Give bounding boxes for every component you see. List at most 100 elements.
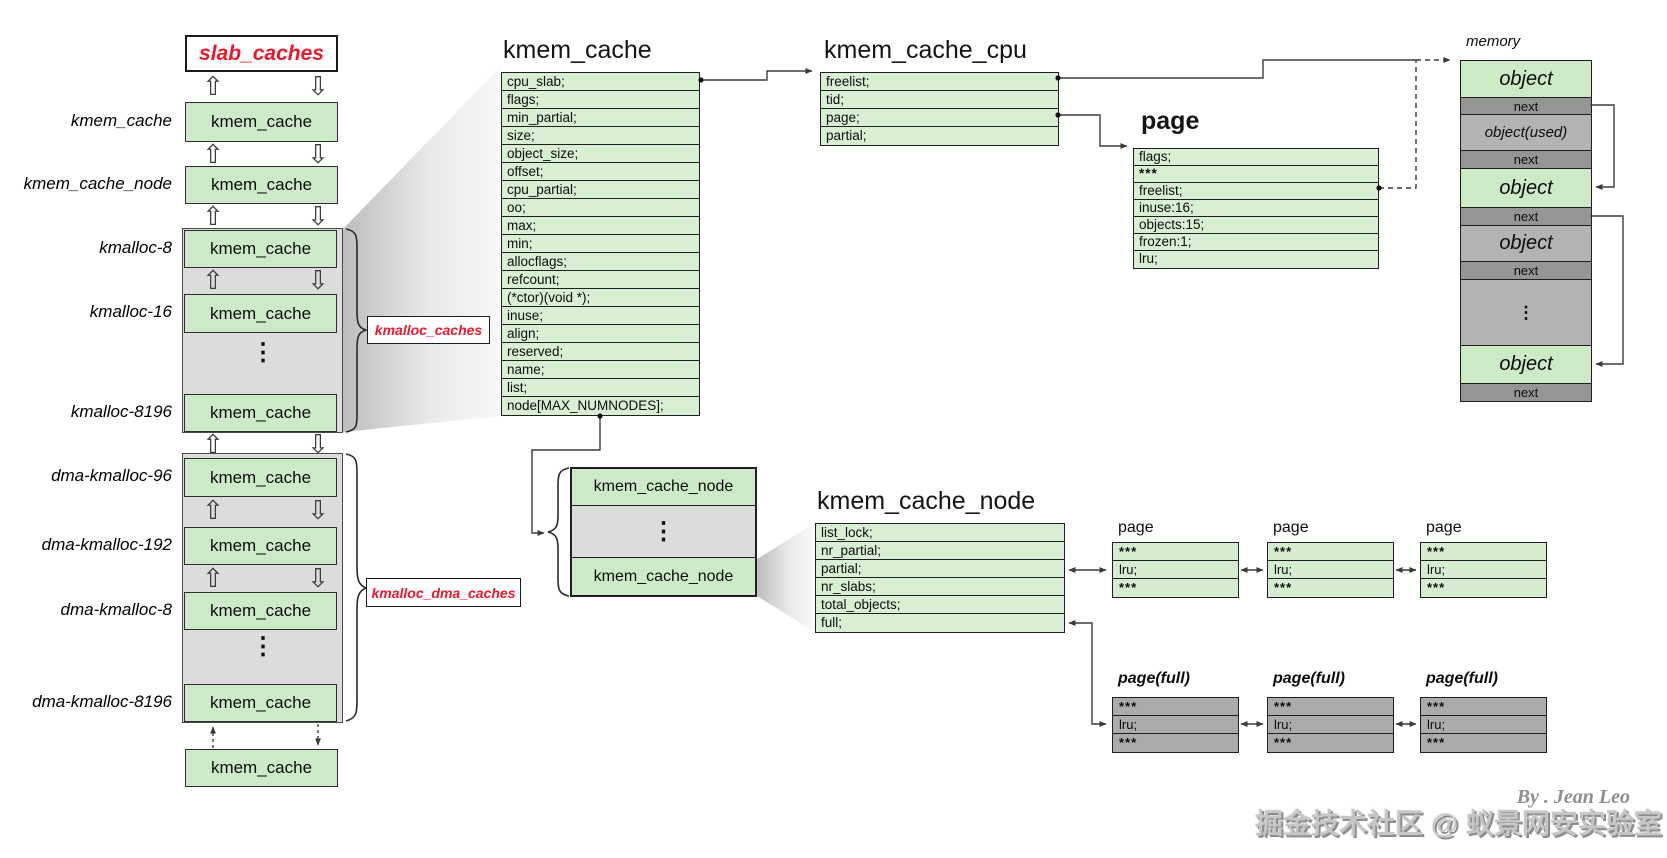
struct-field: total_objects; — [816, 596, 1064, 614]
struct-field: lru; — [1139, 251, 1158, 266]
kmem-cache-struct: cpu_slab; flags; min_partial; size; obje… — [501, 72, 700, 416]
kmem-cache-node-box: kmem_cache_node — [572, 558, 755, 595]
struct-field: tid; — [821, 91, 1058, 109]
zoom-wedge-kmem-cache-node — [757, 523, 815, 632]
memory-object-free: object — [1461, 169, 1591, 208]
kmem-cache-box: kmem_cache — [184, 294, 337, 333]
connector-cpu-freelist — [1057, 59, 1416, 79]
page-field: *** — [1268, 698, 1393, 716]
label-dma-kmalloc-96: dma-kmalloc-96 — [51, 466, 172, 485]
kmem-cache-box: kmem_cache — [185, 102, 338, 142]
down-arrow-icon: ⇩ — [307, 139, 329, 169]
zoom-wedge-kmem-cache — [343, 66, 501, 432]
page-field: lru; — [1113, 561, 1238, 579]
struct-field: node[MAX_NUMNODES]; — [507, 398, 664, 413]
up-arrow-icon: ⇧ — [202, 429, 224, 459]
page-full-title: page(full) — [1426, 670, 1498, 687]
struct-field: reserved; — [502, 343, 699, 361]
brace-node-array — [547, 467, 570, 597]
kmem-cache-box: kmem_cache — [185, 166, 338, 204]
ellipsis: ⋮ — [251, 633, 275, 660]
up-arrow-icon: ⇧ — [202, 563, 224, 593]
memory-object-used: object(used) — [1461, 115, 1591, 151]
page-field: *** — [1268, 543, 1393, 561]
kmem-cache-box: kmem_cache — [185, 749, 338, 787]
page-field: lru; — [1268, 561, 1393, 579]
memory-next-pointer: next — [1461, 384, 1591, 401]
down-arrow-icon: ⇩ — [307, 495, 329, 525]
community-watermark: 掘金技术社区 @ 蚁景网安实验室 — [1255, 808, 1662, 839]
up-arrow-icon: ⇧ — [202, 71, 224, 101]
page-field: *** — [1113, 543, 1238, 561]
page-field: lru; — [1268, 716, 1393, 734]
kmem-cache-node-struct: list_lock; nr_partial; partial; nr_slabs… — [815, 523, 1065, 633]
struct-field: objects:15; — [1134, 217, 1378, 234]
kmem-cache-struct-title: kmem_cache — [503, 36, 652, 64]
partial-page-box: *** lru; *** — [1112, 542, 1239, 598]
connector-free-chain-2 — [1590, 215, 1624, 367]
struct-field: partial; — [816, 560, 1064, 578]
connector-cpu-slab — [700, 68, 813, 81]
page-title: page — [1118, 519, 1154, 536]
connector-full-list — [1068, 620, 1107, 727]
page-field: *** — [1113, 734, 1238, 752]
page-struct-title: page — [1141, 107, 1200, 135]
full-page-box: *** lru; *** — [1112, 697, 1239, 753]
struct-field: inuse:16; — [1134, 200, 1378, 217]
struct-field: object_size; — [502, 145, 699, 163]
struct-field: freelist; — [821, 73, 1058, 91]
memory-column: object next object(used) next object nex… — [1460, 60, 1592, 402]
brace-kmalloc-dma-caches — [345, 453, 369, 722]
struct-field: full; — [821, 615, 843, 630]
label-dma-kmalloc-8: dma-kmalloc-8 — [60, 600, 172, 619]
partial-page-box: *** lru; *** — [1267, 542, 1394, 598]
page-field: lru; — [1421, 716, 1546, 734]
struct-field: offset; — [502, 163, 699, 181]
page-field: *** — [1113, 579, 1238, 597]
memory-title: memory — [1466, 33, 1521, 50]
struct-field: *** — [1134, 166, 1378, 183]
full-page-box: *** lru; *** — [1267, 697, 1394, 753]
kmem-cache-node-box: kmem_cache_node — [572, 469, 755, 506]
connector-page-freelist — [1379, 60, 1417, 189]
struct-field: name; — [502, 361, 699, 379]
memory-next-pointer: next — [1461, 208, 1591, 226]
memory-next-pointer: next — [1461, 262, 1591, 280]
ellipsis: ⋮ — [251, 339, 275, 366]
down-arrow-icon: ⇩ — [307, 265, 329, 295]
brace-kmalloc-caches — [345, 228, 369, 433]
page-struct: flags; *** freelist; inuse:16; objects:1… — [1133, 148, 1379, 269]
kmem-cache-box: kmem_cache — [184, 592, 337, 630]
memory-object-free: object — [1461, 61, 1591, 98]
struct-field: cpu_partial; — [502, 181, 699, 199]
memory-next-pointer: next — [1461, 151, 1591, 169]
struct-field: flags; — [1134, 149, 1378, 166]
struct-field: cpu_slab; — [502, 73, 699, 91]
kmalloc-caches-label-box: kmalloc_caches — [367, 316, 490, 344]
kmem-cache-node-struct-title: kmem_cache_node — [817, 487, 1036, 515]
struct-field: nr_slabs; — [816, 578, 1064, 596]
page-field: *** — [1268, 734, 1393, 752]
page-field: *** — [1268, 579, 1393, 597]
struct-field: page; — [821, 109, 1058, 127]
struct-field: list; — [502, 379, 699, 397]
page-full-title: page(full) — [1273, 670, 1345, 687]
kmem-cache-node-array: kmem_cache_node ⋮ kmem_cache_node — [570, 467, 757, 597]
kmem-cache-cpu-struct: freelist; tid; page; partial; — [820, 72, 1059, 146]
struct-field: min_partial; — [502, 109, 699, 127]
up-arrow-icon: ⇧ — [202, 139, 224, 169]
kmem-cache-box: kmem_cache — [184, 458, 337, 497]
struct-field: inuse; — [502, 307, 699, 325]
label-dma-kmalloc-8196: dma-kmalloc-8196 — [32, 692, 172, 711]
kmem-cache-box: kmem_cache — [184, 394, 337, 432]
page-title: page — [1426, 519, 1462, 536]
up-arrow-icon: ⇧ — [202, 201, 224, 231]
up-arrow-icon: ⇧ — [202, 265, 224, 295]
page-field: *** — [1421, 734, 1546, 752]
kmalloc-dma-caches-label-box: kmalloc_dma_caches — [366, 578, 521, 607]
page-field: *** — [1421, 543, 1546, 561]
page-title: page — [1273, 519, 1309, 536]
label-kmalloc-8196: kmalloc-8196 — [70, 402, 172, 421]
label-dma-kmalloc-192: dma-kmalloc-192 — [41, 535, 172, 554]
